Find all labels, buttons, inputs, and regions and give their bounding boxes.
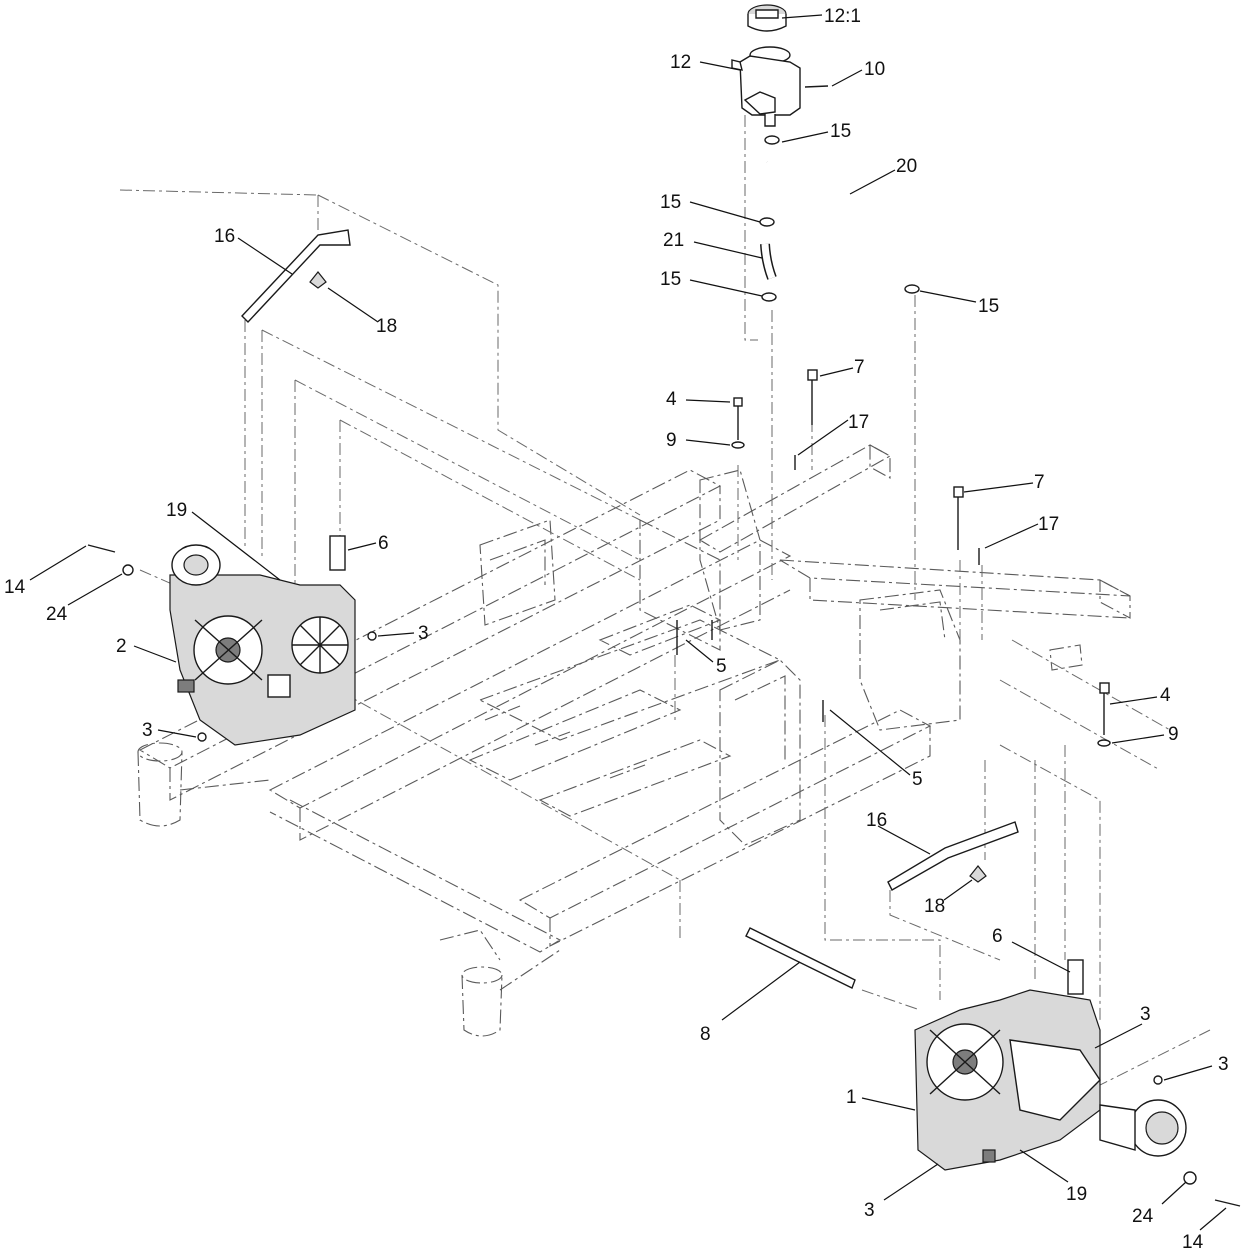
callout-24-b: 24 [1132,1206,1154,1227]
callout-7-b: 7 [1034,472,1045,493]
hydraulic-reservoir [731,4,829,127]
callout-5-b: 5 [912,769,923,790]
callout-4-b: 4 [1160,685,1171,706]
callout-16-a: 16 [214,226,235,247]
bracket-16-left [241,229,351,324]
callout-24-a: 24 [46,604,68,625]
callout-9-b: 9 [1168,724,1179,745]
callout-18-b: 18 [924,896,945,917]
callout-10: 10 [864,59,885,80]
callout-labels: 12:1 12 10 15 20 15 21 15 15 16 18 7 4 1… [4,6,1229,1253]
callout-12: 12 [670,52,691,73]
reservoir-cap [755,9,779,19]
callout-14-a: 14 [4,577,26,598]
transmission-left [169,544,356,746]
callout-3-c: 3 [1140,1004,1151,1025]
callout-15-a: 15 [830,121,851,142]
callout-15-d: 15 [978,296,999,317]
transmission-right [914,989,1187,1171]
callout-15-b: 15 [660,192,681,213]
callout-9-a: 9 [666,430,677,451]
callout-3-b: 3 [142,720,153,741]
callout-2: 2 [116,636,127,657]
callout-15-c: 15 [660,269,681,290]
hardware [87,271,1241,1207]
callout-3-d: 3 [1218,1054,1229,1075]
callout-18-a: 18 [376,316,397,337]
callout-19-a: 19 [166,500,187,521]
bracket-16-right [887,821,1019,891]
callout-17-a: 17 [848,412,869,433]
axle-rod [745,927,856,989]
callout-6-b: 6 [992,926,1003,947]
hose-20 [764,160,919,272]
callout-3-e: 3 [864,1200,875,1221]
callout-8: 8 [700,1024,711,1045]
callout-3-a: 3 [418,623,429,644]
callout-1: 1 [846,1087,857,1108]
callout-19-b: 19 [1066,1184,1087,1205]
callout-6-a: 6 [378,533,389,554]
callout-5-a: 5 [716,656,727,677]
callout-12-1: 12:1 [824,6,861,27]
callout-21: 21 [663,230,684,251]
leader-lines [29,14,1227,1231]
callout-16-b: 16 [866,810,887,831]
callout-7-a: 7 [854,357,865,378]
mower-frame [137,444,1131,1037]
hose-21 [760,243,777,280]
callout-17-b: 17 [1038,514,1059,535]
callout-4-a: 4 [666,389,677,410]
callout-20: 20 [896,156,917,177]
callout-14-b: 14 [1182,1232,1204,1253]
